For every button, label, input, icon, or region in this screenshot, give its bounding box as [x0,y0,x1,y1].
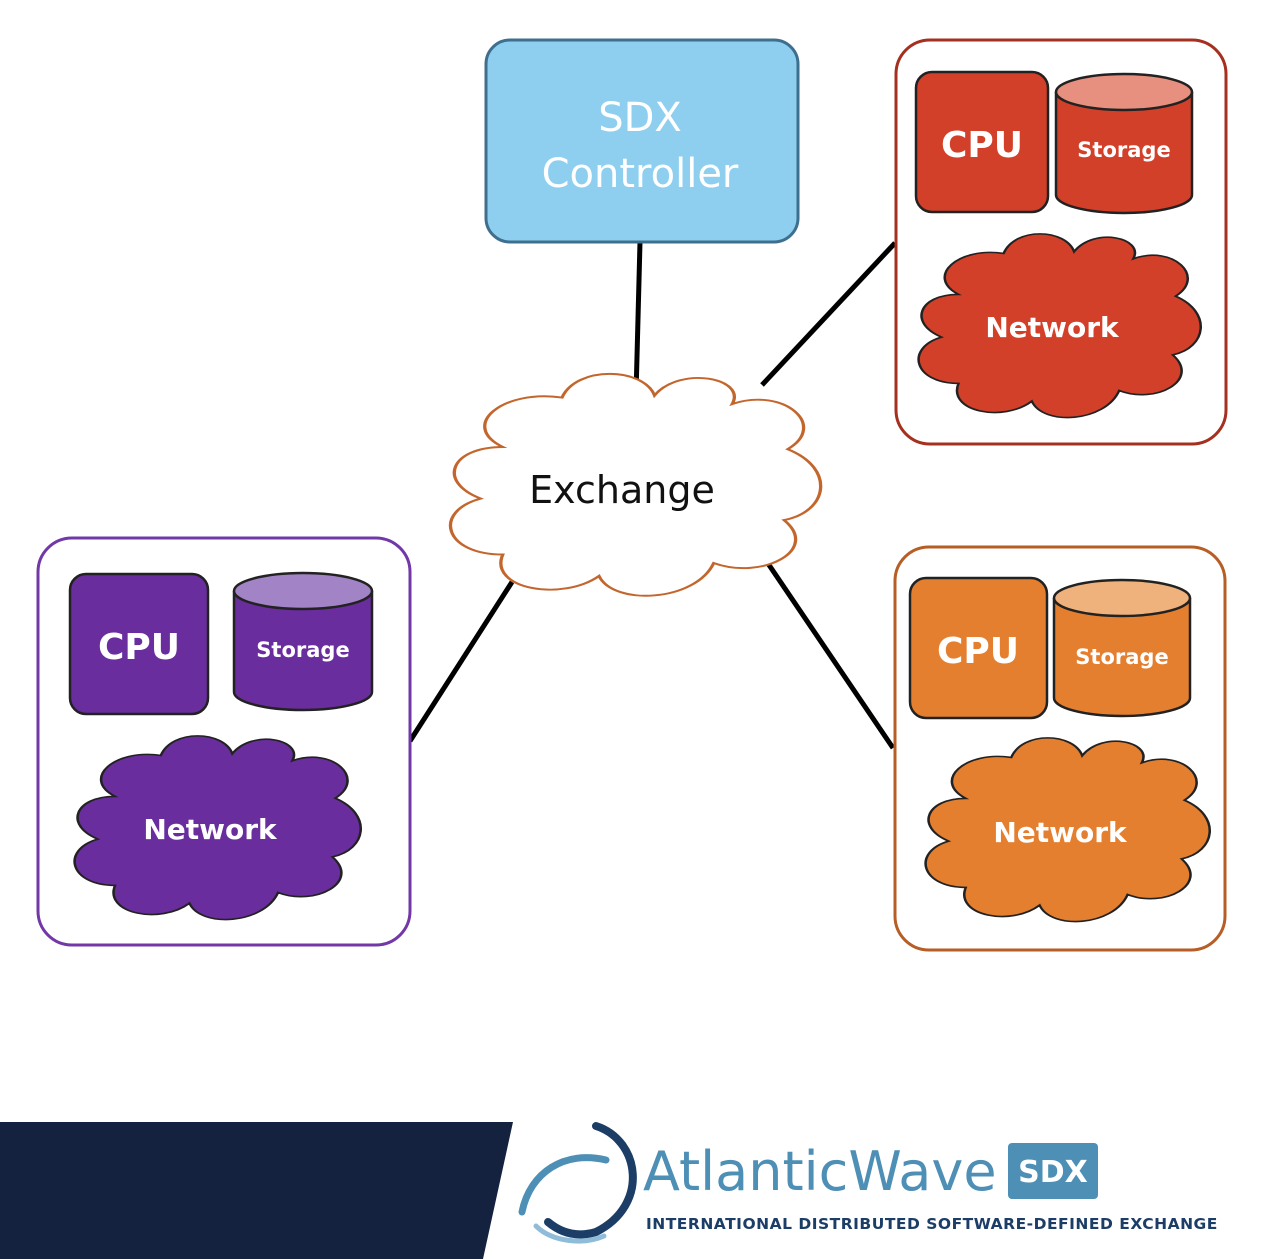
footer: AtlanticWave SDX INTERNATIONAL DISTRIBUT… [0,1122,1218,1259]
cpu-label: CPU [98,627,180,668]
cpu-label: CPU [941,125,1023,166]
tagline: INTERNATIONAL DISTRIBUTED SOFTWARE-DEFIN… [646,1215,1218,1233]
sdx-badge-label: SDX [1018,1155,1088,1190]
footer-dark-band [0,1122,513,1259]
cpu-box [914,70,1050,214]
cpu-label: CPU [937,631,1019,672]
storage-label: Storage [1075,645,1168,669]
network-label: Network [993,816,1128,849]
cpu-box [908,576,1049,720]
wave-icon [518,1122,637,1244]
connector-exchange-red-site [760,241,897,387]
site-purple: CPU Storage Network [38,536,410,945]
cpu-box [68,572,210,716]
connector-exchange-purple-site [407,580,515,743]
connector-controller-exchange [633,241,643,396]
controller-label-line2: Controller [542,151,739,197]
sdx-controller: SDX Controller [484,38,800,244]
brand-part1: Atlantic [643,1140,848,1203]
storage-cylinder: Storage [1052,578,1192,718]
exchange-cloud: Exchange [450,374,820,596]
controller-label-line1: SDX [598,95,682,141]
site-orange: CPU Storage Network [895,545,1225,950]
connector-lines [407,241,897,750]
storage-label: Storage [256,638,349,662]
brand-part2: Wave [848,1140,996,1203]
brand-wordmark: AtlanticWave [643,1140,997,1203]
sdx-badge [1008,1143,1098,1199]
network-label: Network [143,813,278,846]
storage-cylinder: Storage [1054,72,1194,215]
connector-exchange-orange-site [764,560,896,750]
storage-cylinder: Storage [232,571,374,712]
network-label: Network [985,311,1120,344]
exchange-label: Exchange [529,468,715,512]
site-red: CPU Storage Network [896,38,1226,444]
controller-box [484,38,800,244]
storage-label: Storage [1077,138,1170,162]
